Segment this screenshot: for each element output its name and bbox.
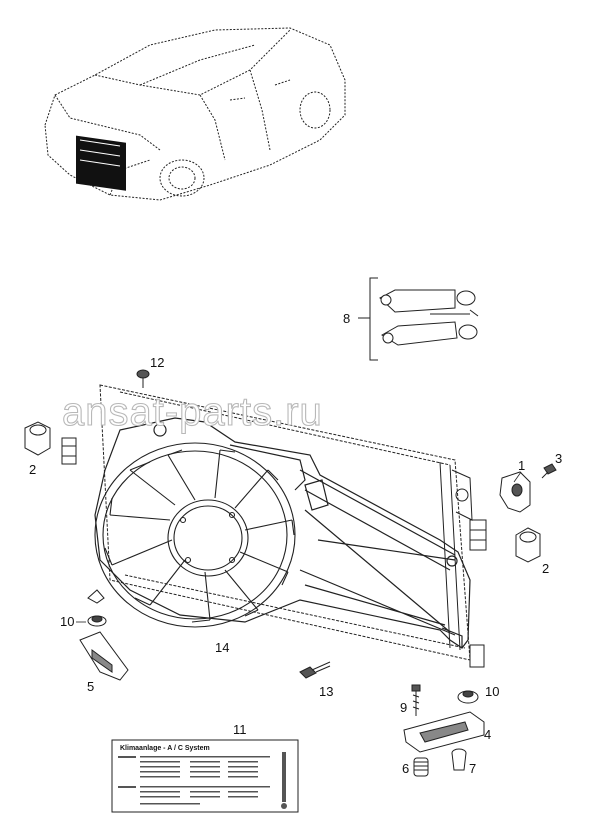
sleeve-7 — [451, 748, 467, 771]
car-grille-highlight — [76, 135, 126, 191]
callout-2-right: 2 — [542, 561, 549, 576]
callout-labels: 1 2 2 3 4 5 6 7 8 9 10 10 11 12 13 14 — [29, 311, 562, 776]
spring-6 — [413, 757, 429, 777]
screw-3 — [541, 463, 557, 479]
callout-1: 1 — [518, 458, 525, 473]
callout-5: 5 — [87, 679, 94, 694]
bolt-9 — [411, 684, 421, 716]
ac-system-decal: Klimaanlage - A / C System — [111, 739, 299, 813]
mounting-bracket — [499, 471, 531, 513]
rubber-mount-right — [515, 527, 541, 563]
bracket-8 — [358, 277, 378, 361]
screw-12 — [136, 369, 150, 388]
lower-bracket-left — [79, 631, 129, 681]
callout-6: 6 — [402, 761, 409, 776]
callout-14: 14 — [215, 640, 229, 655]
callout-4: 4 — [484, 727, 491, 742]
bolt-13 — [299, 661, 331, 679]
clip-nut-right — [457, 690, 479, 704]
callout-11: 11 — [233, 722, 247, 737]
callout-2-left: 2 — [29, 462, 36, 477]
rubber-mount-left — [24, 421, 51, 456]
callout-3: 3 — [555, 451, 562, 466]
callout-10-right: 10 — [485, 684, 499, 699]
callout-9: 9 — [400, 700, 407, 715]
fan-wheel — [94, 442, 296, 628]
part-8-components — [379, 289, 479, 346]
lower-bracket-right — [403, 711, 485, 753]
callout-8: 8 — [343, 311, 350, 326]
clip-nut-left — [87, 589, 107, 627]
watermark: ansat-parts.ru — [62, 390, 323, 434]
decal-title: Klimaanlage - A / C System — [120, 745, 210, 752]
callout-12: 12 — [150, 355, 164, 370]
callout-13: 13 — [319, 684, 333, 699]
callout-7: 7 — [469, 761, 476, 776]
callout-10-left: 10 — [60, 614, 74, 629]
fan-shroud — [94, 417, 471, 649]
